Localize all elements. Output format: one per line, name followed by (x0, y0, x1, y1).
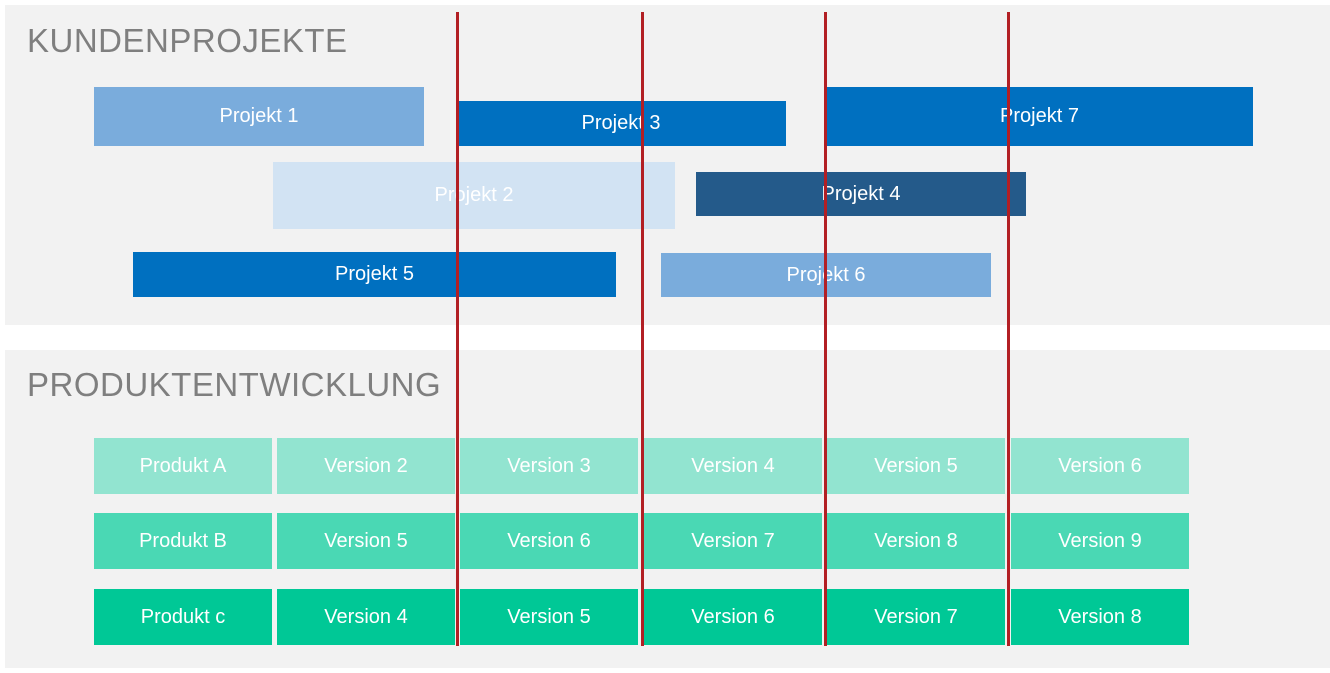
product-a-label: Produkt A (94, 438, 272, 494)
project-bar-4: Projekt 4 (696, 172, 1026, 216)
project-bar-5: Projekt 5 (133, 252, 616, 297)
product-a-version-cell: Version 5 (827, 438, 1005, 494)
product-c-label: Produkt c (94, 589, 272, 645)
product-a-version-cell: Version 3 (460, 438, 638, 494)
kundenprojekte-title: KUNDENPROJEKTE (27, 22, 348, 59)
product-c-version-cell: Version 8 (1011, 589, 1189, 645)
product-c-version-cell: Version 4 (277, 589, 455, 645)
milestone-line (456, 12, 459, 646)
product-b-version-cell: Version 5 (277, 513, 455, 569)
milestone-line (1007, 12, 1010, 646)
milestone-line (641, 12, 644, 646)
project-bar-3: Projekt 3 (456, 101, 786, 146)
produktentwicklung-title: PRODUKTENTWICKLUNG (27, 366, 442, 403)
project-bar-2: Projekt 2 (273, 162, 675, 229)
product-c-version-cell: Version 7 (827, 589, 1005, 645)
product-a-version-cell: Version 2 (277, 438, 455, 494)
product-c-version-cell: Version 5 (460, 589, 638, 645)
product-c-version-cell: Version 6 (644, 589, 822, 645)
product-b-label: Produkt B (94, 513, 272, 569)
project-bar-7: Projekt 7 (826, 87, 1253, 146)
product-b-version-cell: Version 6 (460, 513, 638, 569)
product-b-version-cell: Version 8 (827, 513, 1005, 569)
product-a-version-cell: Version 6 (1011, 438, 1189, 494)
project-bar-1: Projekt 1 (94, 87, 424, 146)
product-b-version-cell: Version 7 (644, 513, 822, 569)
product-a-version-cell: Version 4 (644, 438, 822, 494)
product-b-version-cell: Version 9 (1011, 513, 1189, 569)
milestone-line (824, 12, 827, 646)
